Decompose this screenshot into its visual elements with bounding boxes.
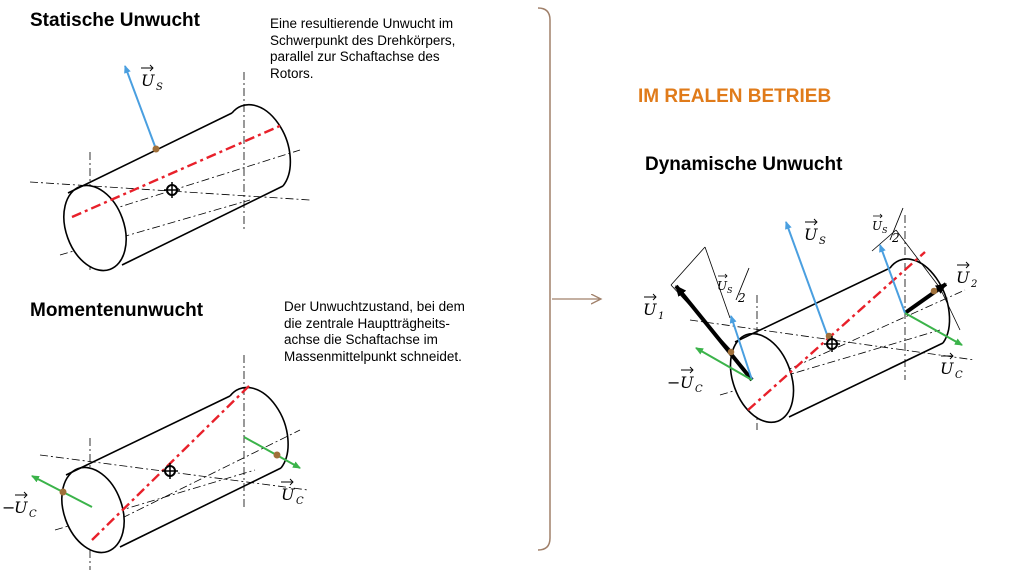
- dynamic-us-half-right-label: U S 2: [872, 207, 904, 245]
- dynamic-u1-label: U 1: [643, 293, 664, 322]
- grouping-bracket: [537, 7, 551, 551]
- svg-text:U: U: [680, 373, 694, 392]
- svg-text:U: U: [956, 268, 970, 287]
- svg-text:S: S: [819, 236, 826, 247]
- dynamic-uc-label: U C: [940, 352, 963, 381]
- svg-text:2: 2: [970, 279, 977, 290]
- svg-text:1: 1: [658, 311, 664, 322]
- static-title: Statische Unwucht: [30, 10, 200, 31]
- moment-minus-uc-label: − U C: [2, 491, 37, 520]
- dynamic-u2-arrow: [903, 282, 948, 315]
- dynamic-u2-label: U 2: [956, 261, 977, 290]
- svg-text:S: S: [727, 286, 733, 295]
- static-desc-line: Rotors.: [270, 65, 314, 81]
- dynamic-minus-uc-arrow: [695, 347, 753, 381]
- svg-text:C: C: [296, 496, 304, 507]
- static-desc-line: Schwerpunkt des Drehkörpers,: [270, 32, 456, 48]
- static-description: Eine resultierende Unwucht im Schwerpunk…: [270, 16, 455, 82]
- dynamic-us-half-right-arrow: [879, 244, 906, 314]
- moment-description: Der Unwuchtzustand, bei dem die zentrale…: [284, 299, 465, 365]
- svg-text:C: C: [695, 384, 703, 395]
- moment-uc-arrow-right: [243, 436, 301, 469]
- moment-cylinder-figure: [31, 355, 309, 570]
- moment-desc-line: die zentrale Hauptträgheits-: [284, 315, 450, 331]
- dynamic-cylinder-figure: [670, 215, 976, 430]
- dynamic-u1-arrow: [674, 284, 754, 382]
- dynamic-us-arrow: [785, 221, 830, 341]
- static-cylinder-figure: [29, 65, 311, 272]
- svg-text:U: U: [804, 225, 818, 244]
- dynamic-uc-arrow: [904, 312, 963, 346]
- static-desc-line: Eine resultierende Unwucht im: [270, 16, 454, 31]
- dynamic-title: Dynamische Unwucht: [645, 154, 843, 175]
- svg-text:2: 2: [891, 231, 900, 245]
- svg-text:U: U: [141, 71, 155, 90]
- static-us-arrow: [124, 65, 157, 150]
- static-mass-point: [152, 145, 160, 153]
- svg-text:C: C: [29, 509, 37, 520]
- svg-text:2: 2: [737, 291, 746, 305]
- dynamic-us-half-left-label: U S 2: [717, 267, 750, 305]
- svg-text:U: U: [643, 300, 657, 319]
- moment-uc-label: U C: [281, 478, 304, 507]
- moment-title: Momentenunwucht: [30, 300, 204, 321]
- svg-text:U: U: [940, 359, 954, 378]
- dynamic-us-half-left-arrow: [729, 315, 753, 381]
- moment-desc-line: achse die Schaftachse im: [284, 332, 438, 347]
- moment-desc-line: Der Unwuchtzustand, bei dem: [284, 299, 465, 314]
- static-us-label: U S: [141, 64, 163, 93]
- svg-text:−: −: [2, 498, 15, 517]
- static-desc-line: parallel zur Schaftachse des: [270, 49, 440, 64]
- svg-text:U: U: [872, 219, 883, 233]
- real-operation-label: IM REALEN BETRIEB: [638, 86, 832, 107]
- svg-text:S: S: [156, 82, 163, 93]
- svg-text:U: U: [717, 279, 728, 293]
- moment-desc-line: Massenmittelpunkt schneidet.: [284, 348, 462, 364]
- svg-text:U: U: [14, 498, 28, 517]
- svg-text:C: C: [955, 370, 963, 381]
- dynamic-us-label: U S: [804, 218, 826, 247]
- svg-text:S: S: [882, 226, 888, 235]
- svg-text:U: U: [281, 485, 295, 504]
- dynamic-minus-uc-label: − U C: [667, 366, 703, 395]
- svg-text:−: −: [667, 373, 680, 392]
- center-of-mass-symbol: [164, 182, 180, 198]
